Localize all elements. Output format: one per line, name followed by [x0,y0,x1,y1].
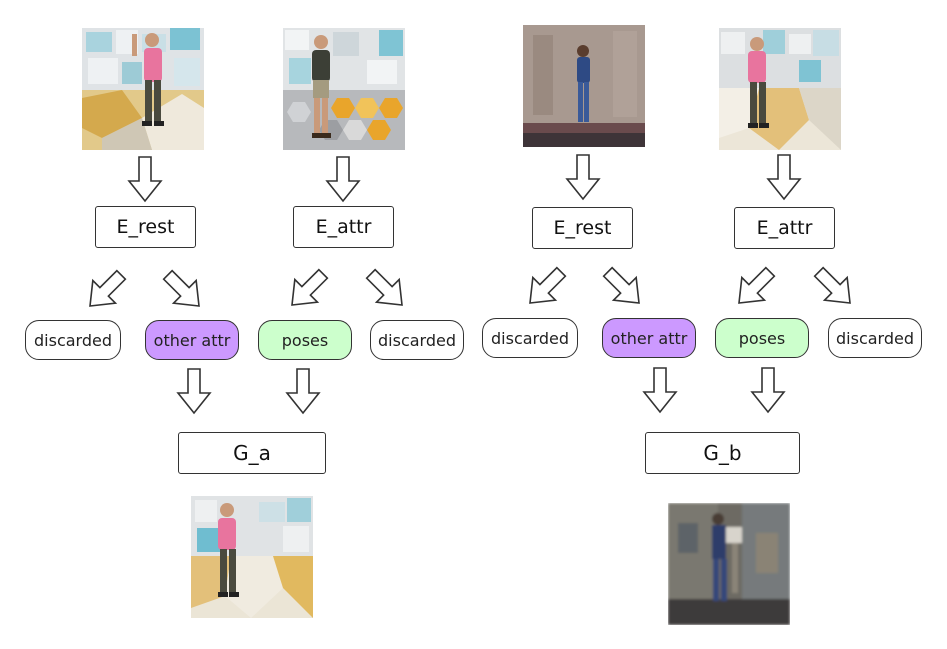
arrow-image-to-erest-a [128,156,162,202]
arrow-erest-to-discarded-a [77,262,134,319]
output-discarded-a2: discarded [370,320,464,360]
arrow-erest-to-otherattr-b [595,259,652,316]
arrow-erest-to-otherattr-a [155,262,212,319]
generator-a: G_a [178,432,326,474]
output-other-attr-a: other attr [145,320,239,360]
generated-image-a [191,496,313,618]
arrow-image-to-erest-b [566,154,600,200]
generated-image-b [668,503,790,625]
encoder-attr-a-label: E_attr [315,216,372,238]
output-label: discarded [34,330,112,350]
generator-b-label: G_b [703,441,742,465]
arrow-erest-to-discarded-b [517,259,574,316]
input-image-a2 [283,28,405,150]
arrow-poses-to-ga [286,368,320,414]
arrow-poses-to-gb [751,367,785,413]
output-label: poses [738,328,786,348]
encoder-attr-b: E_attr [734,207,835,249]
output-discarded-b1: discarded [482,318,578,358]
encoder-rest-a: E_rest [95,206,196,248]
output-other-attr-b: other attr [602,318,696,358]
arrow-eattr-to-poses-a [279,261,336,318]
output-label: other attr [153,330,231,350]
input-image-a1 [82,28,204,150]
arrow-otherattr-to-gb [643,367,677,413]
arrow-image-to-eattr-b [767,154,801,200]
input-image-b2 [719,28,841,150]
output-label: discarded [836,328,914,348]
input-image-b1 [523,25,645,147]
output-discarded-b2: discarded [828,318,922,358]
arrow-eattr-to-discarded-b [806,259,863,316]
encoder-rest-b-label: E_rest [553,217,612,239]
arrow-image-to-eattr-a [326,156,360,202]
output-discarded-a1: discarded [25,320,121,360]
output-label: discarded [378,330,456,350]
generator-a-label: G_a [233,441,271,465]
encoder-attr-b-label: E_attr [756,217,813,239]
generator-b: G_b [645,432,800,474]
arrow-eattr-to-poses-b [726,259,783,316]
arrow-eattr-to-discarded-a [358,261,415,318]
encoder-rest-b: E_rest [532,207,633,249]
output-label: other attr [610,328,688,348]
output-label: discarded [491,328,569,348]
output-poses-b: poses [715,318,809,358]
encoder-rest-a-label: E_rest [116,216,175,238]
output-label: poses [281,330,329,350]
arrow-otherattr-to-ga [177,368,211,414]
encoder-attr-a: E_attr [293,206,394,248]
output-poses-a: poses [258,320,352,360]
